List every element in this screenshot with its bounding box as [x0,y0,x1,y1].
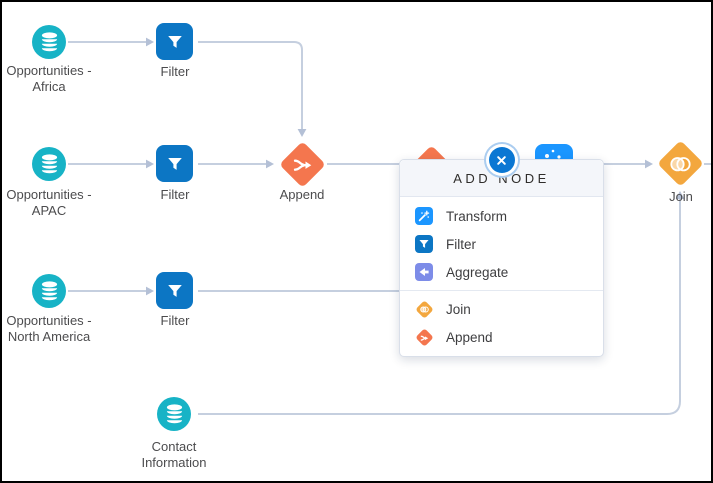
menu-item-append[interactable]: Append [400,323,603,351]
node-append[interactable] [279,141,326,188]
node-join[interactable] [657,140,704,187]
close-button[interactable] [488,147,515,173]
node-dataset-opportunities-africa[interactable] [32,25,66,59]
menu-item-transform[interactable]: Transform [400,202,603,230]
append-merge-icon [414,327,434,347]
node-dataset-opportunities-north-america[interactable] [32,274,66,308]
close-x-icon [497,155,506,165]
dataset-cylinder-icon [41,281,57,301]
arrowhead [146,286,154,296]
popup-title: ADD NODE [453,170,550,186]
menu-item-join[interactable]: Join [400,295,603,323]
dataset-cylinder-icon [41,154,57,174]
filter-funnel-icon [167,157,182,170]
menu-divider [400,290,603,291]
join-venn-icon [414,299,434,319]
arrowhead [266,159,274,169]
menu-item-filter[interactable]: Filter [400,230,603,258]
node-dataset-contact-information[interactable] [157,397,191,431]
menu-item-label: Transform [446,208,508,224]
add-node-menu: Transform Filter Aggregate [400,197,603,355]
join-venn-icon [668,153,694,175]
aggregate-funnel-icon [415,263,433,281]
dataset-cylinder-icon [166,404,182,424]
menu-item-label: Filter [446,236,476,252]
node-dataset-opportunities-apac[interactable] [32,147,66,181]
arrowhead [645,159,653,169]
add-node-popup: ADD NODE Transform [399,147,604,357]
menu-item-aggregate[interactable]: Aggregate [400,258,603,286]
node-filter-3[interactable] [156,272,193,309]
menu-item-label: Aggregate [446,264,509,280]
filter-funnel-icon [167,284,182,297]
sparkle-plus-icon [545,149,561,159]
arrowhead [297,129,307,137]
node-filter-2[interactable] [156,145,193,182]
append-merge-icon [291,153,315,177]
arrowhead [675,191,685,199]
menu-item-label: Join [446,301,471,317]
menu-item-label: Append [446,329,493,345]
node-filter-1[interactable] [156,23,193,60]
arrowhead [146,37,154,47]
filter-funnel-icon [167,35,182,48]
connector-contact-join [198,199,681,415]
dataset-cylinder-icon [41,32,57,52]
connector-filter1-append [198,41,303,129]
arrowhead [146,159,154,169]
magic-wand-icon [415,207,433,225]
filter-funnel-icon [415,235,433,253]
